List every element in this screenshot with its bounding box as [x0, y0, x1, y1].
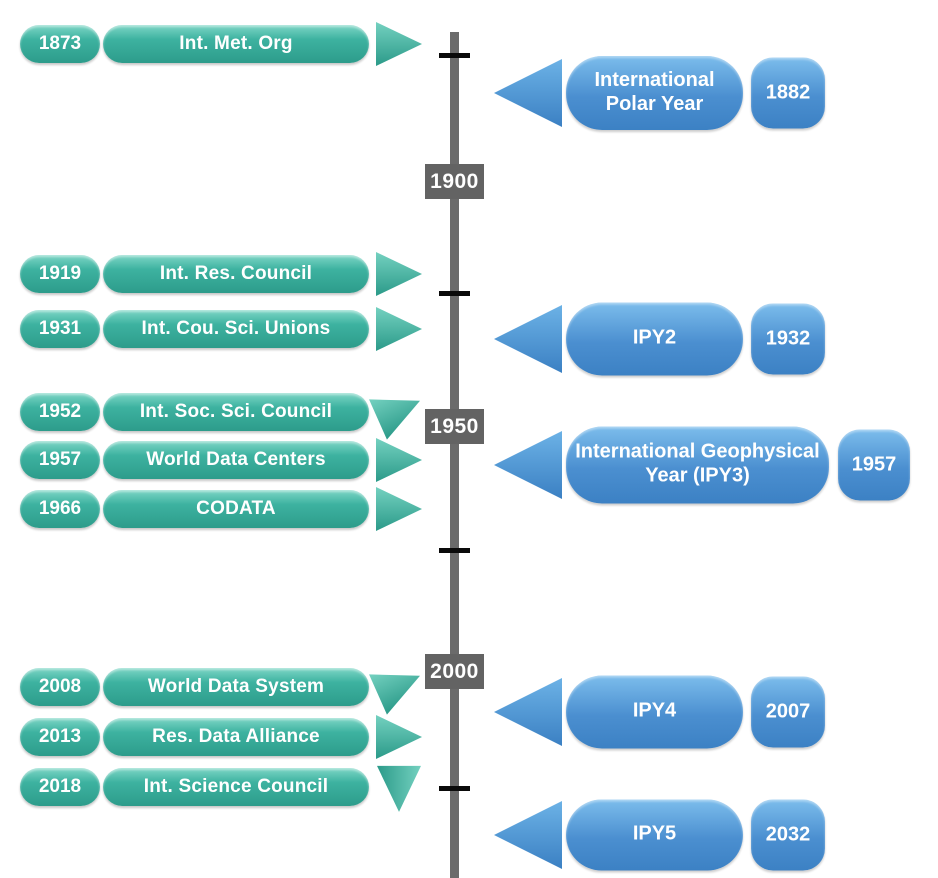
- ipy-event-row: IPY5 2032: [0, 799, 938, 870]
- org-name-pill: Int. Met. Org: [103, 25, 369, 63]
- timeline-year-label: 2000: [425, 654, 484, 689]
- org-year-pill: 2018: [20, 768, 100, 806]
- org-year-pill: 1952: [20, 393, 100, 431]
- org-name-pill: Int. Cou. Sci. Unions: [103, 310, 369, 348]
- ipy-name-pill: IPY5: [566, 799, 743, 870]
- ipy-event-row: International Polar Year 1882: [0, 56, 938, 130]
- ipy-year-pill: 1957: [838, 429, 910, 500]
- arrow-right-icon: [376, 715, 422, 759]
- org-event-row: 1919 Int. Res. Council: [0, 252, 938, 296]
- arrow-down-icon: [377, 765, 421, 812]
- timeline-year-label: 1900: [425, 164, 484, 199]
- org-name-pill: World Data System: [103, 668, 369, 706]
- arrow-right-icon: [376, 22, 422, 66]
- org-event-row: 2008 World Data System: [0, 668, 938, 715]
- ipy-event-row: IPY4 2007: [0, 675, 938, 748]
- org-name-pill: World Data Centers: [103, 441, 369, 479]
- org-name-pill: Int. Res. Council: [103, 255, 369, 293]
- org-year-pill: 1919: [20, 255, 100, 293]
- timeline-axis: [450, 32, 459, 878]
- ipy-event-row: IPY2 1932: [0, 302, 938, 375]
- org-year-pill: 2013: [20, 718, 100, 756]
- org-event-row: 1952 Int. Soc. Sci. Council: [0, 393, 938, 440]
- org-event-row: 1957 World Data Centers: [0, 438, 938, 482]
- timeline-tick: [439, 291, 470, 296]
- arrow-right-icon: [376, 307, 422, 351]
- timeline-tick: [439, 548, 470, 553]
- ipy-name-pill: International Polar Year: [566, 56, 743, 130]
- ipy-name-pill: International Geophysical Year (IPY3): [566, 426, 829, 503]
- timeline-tick: [439, 53, 470, 58]
- org-event-row: 2018 Int. Science Council: [0, 765, 938, 812]
- ipy-name-pill: IPY2: [566, 302, 743, 375]
- ipy-event-row: International Geophysical Year (IPY3) 19…: [0, 426, 938, 503]
- arrow-left-icon: [494, 800, 562, 869]
- org-event-row: 1873 Int. Met. Org: [0, 22, 938, 66]
- arrow-left-icon: [494, 677, 562, 746]
- org-year-pill: 1931: [20, 310, 100, 348]
- ipy-year-pill: 2032: [751, 799, 825, 870]
- org-event-row: 2013 Res. Data Alliance: [0, 715, 938, 759]
- org-name-pill: Int. Science Council: [103, 768, 369, 806]
- arrow-up-right-icon: [369, 674, 421, 715]
- arrow-left-icon: [494, 430, 562, 499]
- ipy-year-pill: 1882: [751, 57, 825, 129]
- org-year-pill: 1966: [20, 490, 100, 528]
- timeline-tick: [439, 786, 470, 791]
- ipy-year-pill: 1932: [751, 303, 825, 374]
- arrow-left-icon: [494, 59, 562, 127]
- arrow-up-right-icon: [369, 399, 421, 440]
- ipy-year-pill: 2007: [751, 676, 825, 747]
- org-year-pill: 1957: [20, 441, 100, 479]
- arrow-right-icon: [376, 487, 422, 531]
- ipy-name-pill: IPY4: [566, 675, 743, 748]
- arrow-right-icon: [376, 438, 422, 482]
- org-year-pill: 2008: [20, 668, 100, 706]
- org-year-pill: 1873: [20, 25, 100, 63]
- org-name-pill: CODATA: [103, 490, 369, 528]
- org-event-row: 1931 Int. Cou. Sci. Unions: [0, 307, 938, 351]
- org-event-row: 1966 CODATA: [0, 487, 938, 531]
- arrow-right-icon: [376, 252, 422, 296]
- timeline-year-label: 1950: [425, 409, 484, 444]
- arrow-left-icon: [494, 304, 562, 373]
- org-name-pill: Res. Data Alliance: [103, 718, 369, 756]
- org-name-pill: Int. Soc. Sci. Council: [103, 393, 369, 431]
